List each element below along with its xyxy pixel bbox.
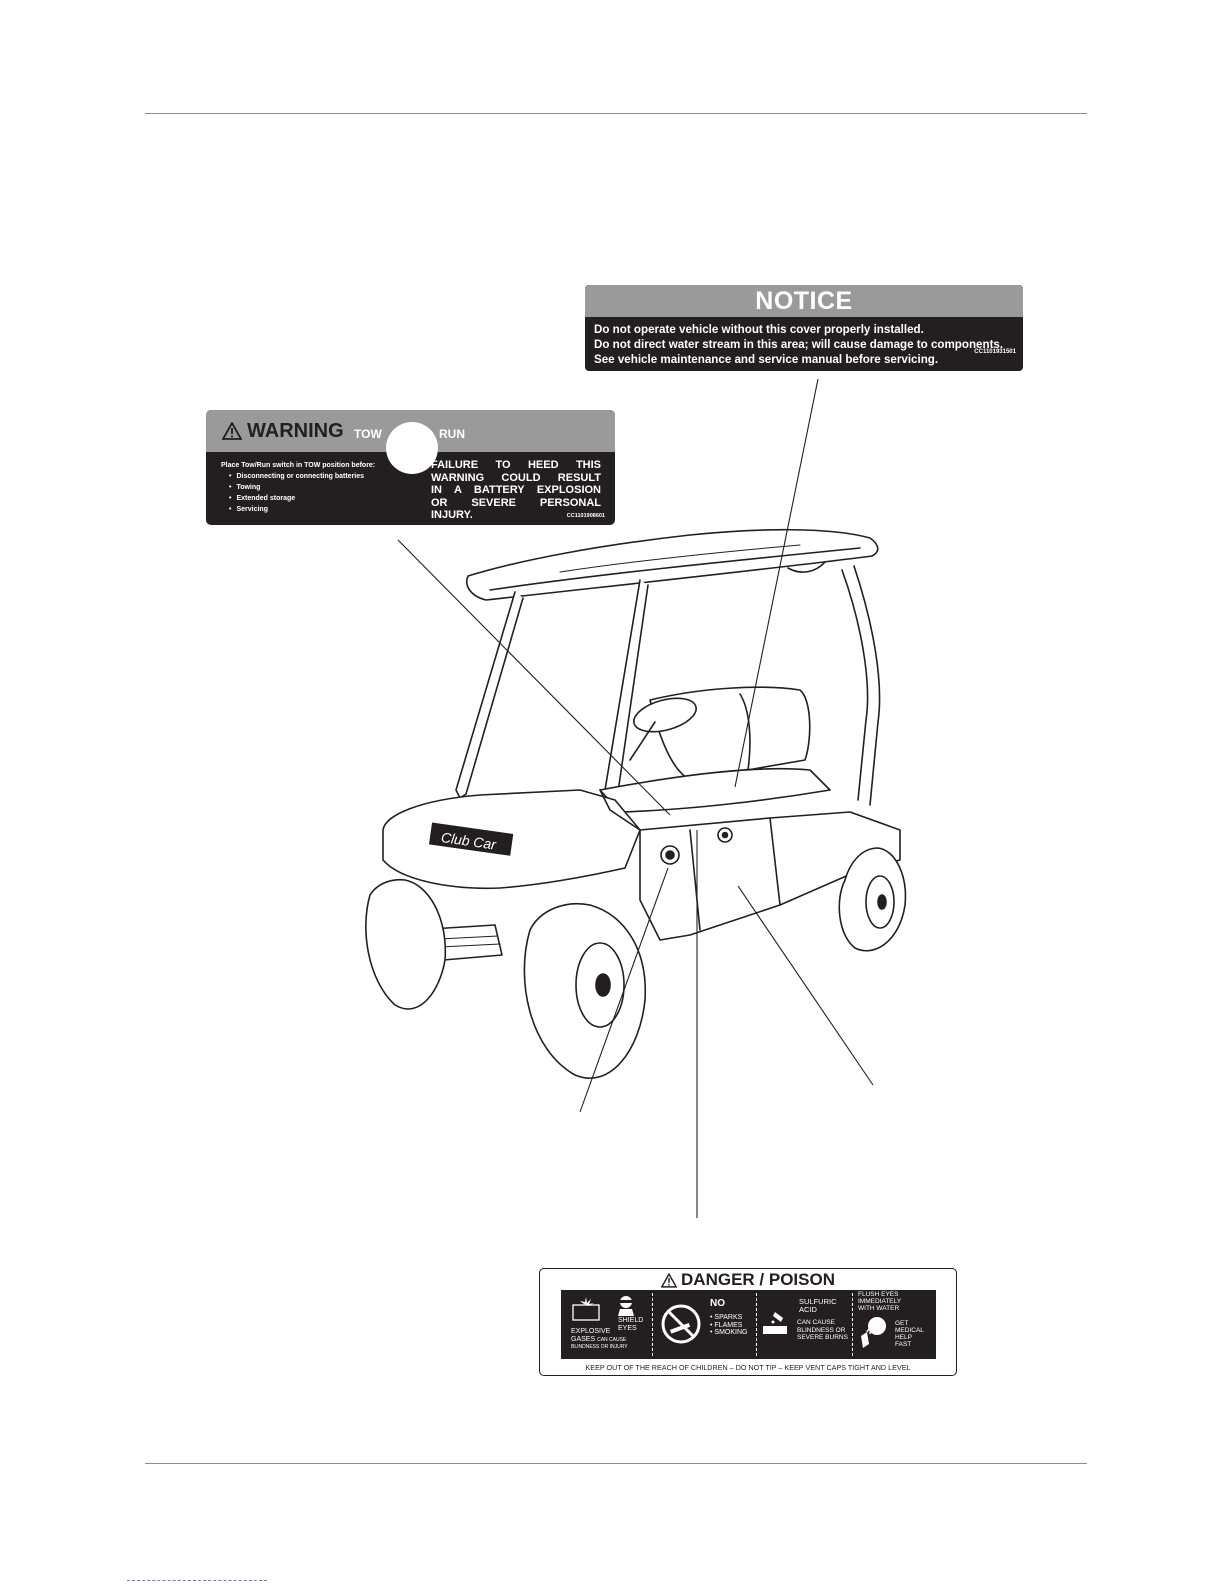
acid-hand-icon	[763, 1312, 787, 1334]
explosive-line-row: GASES CAN CAUSE	[571, 1336, 628, 1345]
no-item: • SMOKING	[710, 1329, 748, 1336]
warning-instructions: Place Tow/Run switch in TOW position bef…	[221, 460, 375, 515]
danger-separator	[756, 1293, 757, 1356]
sulfuric-small-line: SEVERE BURNS	[797, 1334, 848, 1341]
explosive-line: EXPLOSIVE	[571, 1328, 611, 1335]
failure-line: IN A BATTERY EXPLOSION	[431, 484, 601, 496]
switch-circle	[386, 422, 438, 474]
battery-explosion-icon	[572, 1297, 600, 1321]
help-line: MEDICAL	[895, 1327, 924, 1334]
danger-title: DANGER / POISON	[540, 1270, 956, 1290]
notice-title: NOTICE	[585, 285, 1023, 317]
lock-leader-line	[737, 885, 874, 1086]
no-items: • SPARKS • FLAMES • SMOKING	[710, 1314, 747, 1337]
danger-separator	[652, 1293, 653, 1356]
warning-title-text: WARNING	[247, 420, 344, 442]
help-text: GET MEDICAL HELP FAST	[895, 1320, 924, 1348]
failure-line: OR SEVERE PERSONAL	[431, 496, 601, 509]
help-line: FAST	[895, 1341, 912, 1348]
tow-label: TOW	[354, 427, 382, 441]
failure-line: INJURY.	[431, 509, 473, 521]
no-item: • SPARKS	[710, 1314, 743, 1321]
no-item: • FLAMES	[710, 1321, 743, 1329]
list-item: Disconnecting or connecting batteries	[236, 471, 375, 482]
shield-line: EYES	[618, 1324, 637, 1332]
club-car-badge: Club Car	[440, 829, 498, 853]
shield-line: SHIELD	[618, 1317, 644, 1324]
notice-line: Do not operate vehicle without this cove…	[594, 323, 924, 336]
explosive-section: SHIELD EYES EXPLOSIVE GASES CAN CAUSE BL…	[565, 1290, 649, 1359]
warning-label: WARNING TOW RUN Place Tow/Run switch in …	[206, 410, 615, 525]
flush-eyes-section: FLUSH EYES IMMEDIATELY WITH WATER GET ME…	[855, 1290, 935, 1359]
sulfuric-small-line: BLINDNESS OR	[797, 1326, 846, 1334]
notice-line: See vehicle maintenance and service manu…	[594, 353, 939, 366]
no-sparks-section: NO • SPARKS • FLAMES • SMOKING	[655, 1290, 753, 1359]
sulfuric-line: ACID	[799, 1304, 817, 1314]
bottom-rule	[145, 1463, 1087, 1464]
shield-eyes-text: SHIELD EYES	[618, 1317, 643, 1332]
no-text: NO	[710, 1298, 725, 1309]
bottom-dash	[127, 1580, 267, 1581]
face-shield-icon	[618, 1296, 634, 1316]
top-rule	[145, 113, 1087, 114]
warning-part-code: CC1101908601	[566, 513, 605, 519]
explosive-small-line: CAN CAUSE	[597, 1336, 627, 1343]
warning-leader-line	[397, 539, 671, 816]
sulfuric-small-text: CAN CAUSE BLINDNESS OR SEVERE BURNS	[797, 1319, 848, 1342]
flush-text: FLUSH EYES IMMEDIATELY WITH WATER	[858, 1291, 902, 1312]
sulfuric-line: SULFURIC	[799, 1297, 837, 1306]
eye-wash-icon	[861, 1317, 886, 1348]
sulfuric-text: SULFURIC ACID	[799, 1298, 837, 1313]
key-leader-line	[579, 867, 669, 1113]
explosive-text: EXPLOSIVE GASES CAN CAUSE BLINDNESS OR I…	[571, 1328, 628, 1352]
sulfuric-small-line: CAN CAUSE	[797, 1319, 835, 1326]
explosive-small-line: BLINDNESS OR INJURY	[571, 1344, 628, 1350]
notice-line: Do not direct water stream in this area;…	[594, 338, 1004, 351]
list-item: Servicing	[236, 504, 375, 515]
explosive-line: GASES	[571, 1335, 596, 1343]
danger-poison-label: DANGER / POISON SHIELD EYES EXPLOSIVE GA…	[539, 1268, 957, 1376]
warning-item-list: Disconnecting or connecting batteries To…	[221, 471, 375, 515]
flush-line: FLUSH EYES	[858, 1291, 899, 1298]
failure-line: WARNING COULD RESULT	[431, 471, 601, 484]
flush-line: WITH WATER	[858, 1304, 900, 1312]
warning-failure-text: FAILURE TO HEED THIS WARNING COULD RESUL…	[431, 459, 601, 522]
warning-title: WARNING	[222, 419, 344, 443]
warning-triangle-icon	[222, 422, 242, 440]
flush-line: IMMEDIATELY	[858, 1297, 902, 1305]
help-line: GET	[895, 1320, 909, 1327]
failure-line: FAILURE TO HEED THIS	[431, 459, 601, 471]
list-item: Towing	[236, 482, 375, 493]
help-line: HELP	[895, 1334, 912, 1341]
notice-part-code: CC1101931501	[974, 349, 1016, 355]
notice-body: Do not operate vehicle without this cove…	[585, 317, 1023, 366]
sulfuric-section: SULFURIC ACID CAN CAUSE BLINDNESS OR SEV…	[759, 1290, 849, 1359]
run-label: RUN	[439, 427, 465, 441]
notice-leader-line	[734, 378, 819, 788]
no-smoking-icon	[661, 1304, 701, 1344]
danger-separator	[852, 1293, 853, 1356]
warning-instruction-text: Place Tow/Run switch in TOW position bef…	[221, 462, 376, 469]
list-item: Extended storage	[236, 493, 375, 504]
danger-footer: KEEP OUT OF THE REACH OF CHILDREN – DO N…	[585, 1363, 911, 1372]
warning-triangle-icon	[661, 1272, 678, 1288]
notice-label: NOTICE Do not operate vehicle without th…	[585, 285, 1023, 371]
danger-panel: SHIELD EYES EXPLOSIVE GASES CAN CAUSE BL…	[561, 1290, 936, 1359]
danger-title-text: DANGER / POISON	[681, 1270, 835, 1289]
